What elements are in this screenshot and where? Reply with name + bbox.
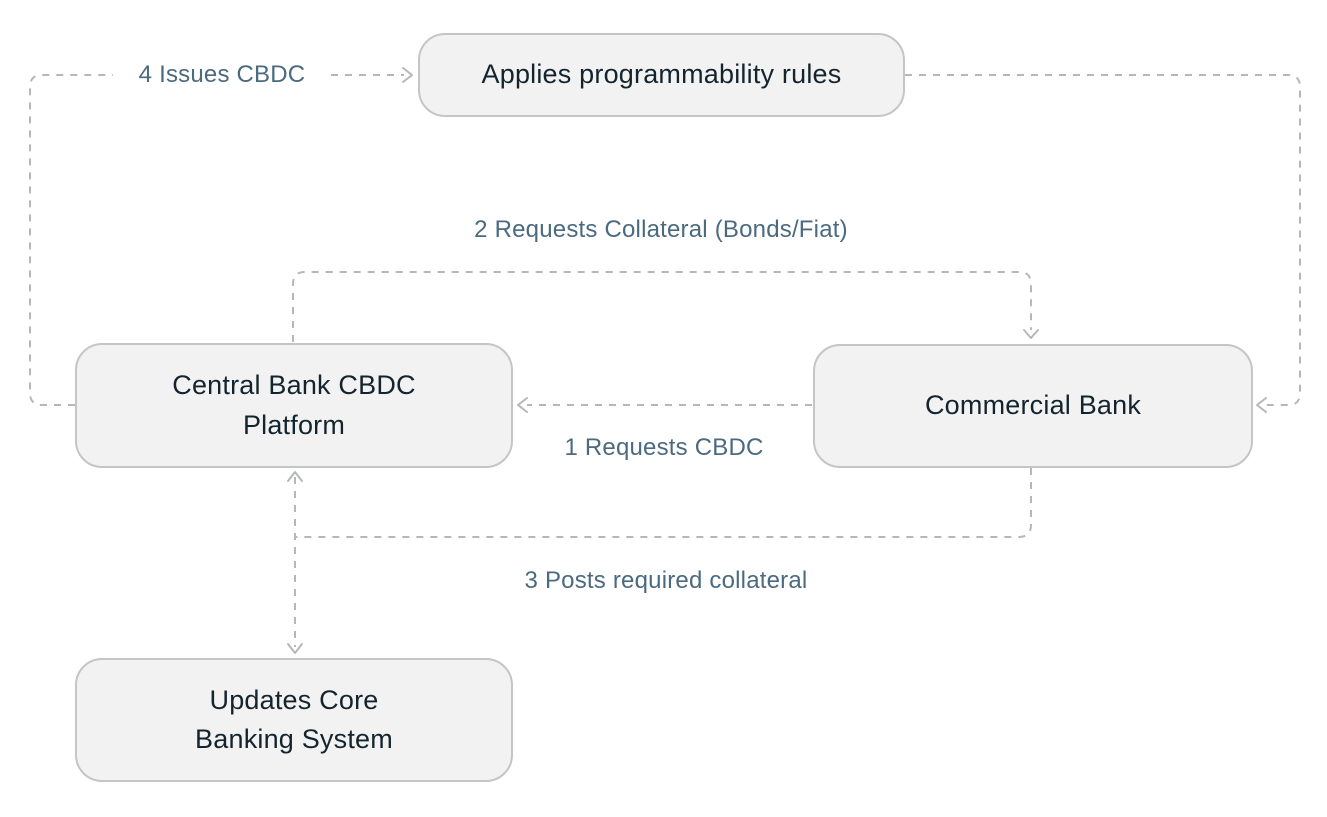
arrowhead-up-icon [287, 471, 303, 482]
node-commercial-bank: Commercial Bank [813, 344, 1253, 468]
edge-label-posts-collateral: 3 Posts required collateral [520, 567, 812, 595]
edge-label-issues-cbdc: 4 Issues CBDC [134, 61, 310, 89]
node-updates-core-banking-system: Updates Core Banking System [75, 658, 513, 782]
edge-posts-collateral [296, 468, 1032, 538]
arrowhead-down-icon [287, 643, 303, 654]
edge-label-requests-collateral: 2 Requests Collateral (Bonds/Fiat) [470, 216, 852, 244]
edge-label-requests-cbdc: 1 Requests CBDC [560, 434, 768, 462]
arrowhead-down-icon [1023, 329, 1039, 339]
node-applies-programmability-rules: Applies programmability rules [418, 33, 905, 117]
edge-requests-collateral [292, 271, 1032, 342]
arrowhead-left-icon [1256, 397, 1267, 413]
node-central-bank-cbdc-platform: Central Bank CBDC Platform [75, 343, 513, 468]
arrowhead-right-icon [402, 67, 413, 83]
arrowhead-left-icon [517, 397, 528, 413]
